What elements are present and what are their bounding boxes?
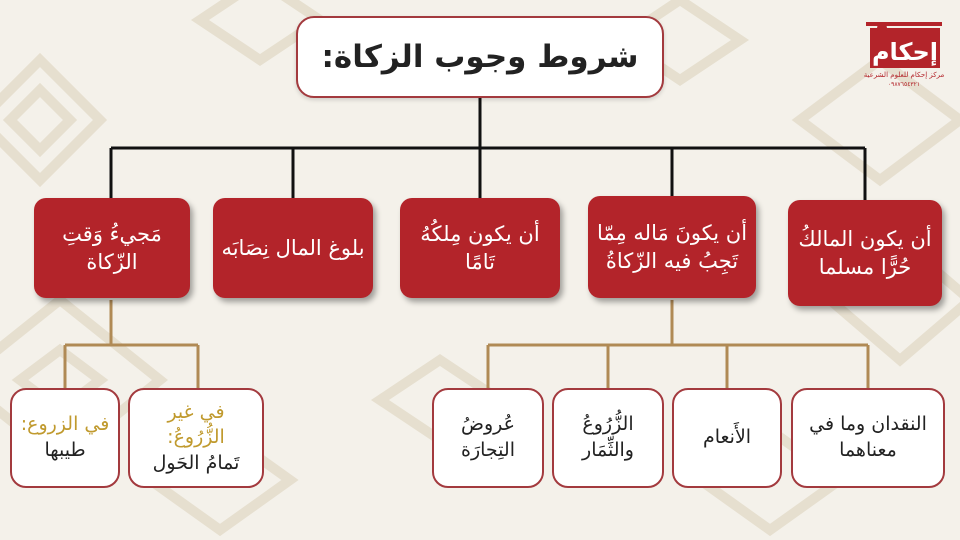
- timing-non-crops: في غير الزُّرُوعُ: تَمامُ الحَول: [128, 388, 264, 488]
- timing-text: طيبها: [44, 439, 86, 461]
- svg-text:إحكام: إحكام: [872, 38, 938, 66]
- timing-text: تَمامُ الحَول: [152, 451, 240, 474]
- zakat-type-text: عُروضُ التِجارَة: [461, 413, 515, 461]
- ihkam-logo: إحكام مركز إحكام للعلوم الشرعية ٠٩٨٧٦٥٤٣…: [864, 22, 945, 88]
- zakat-type-text: النقدان وما في معناهما: [809, 413, 927, 461]
- condition-box-full-ownership: أن يكون مِلكُهُ تَامًا: [400, 198, 560, 298]
- zakat-type-livestock: الأَنعام: [672, 388, 782, 488]
- svg-text:٠٩٨٧٦٥٤٣٢١: ٠٩٨٧٦٥٤٣٢١: [888, 81, 920, 88]
- timing-crops: في الزروع: طيبها: [10, 388, 120, 488]
- timing-label: في غير الزُّرُوعُ:: [167, 400, 225, 449]
- diagram-title: شروط وجوب الزكاة:: [296, 16, 664, 98]
- zakat-type-crops-fruits: الزُّرُوعُ والثِّمَار: [552, 388, 664, 488]
- svg-text:مركز إحكام للعلوم الشرعية: مركز إحكام للعلوم الشرعية: [864, 71, 945, 79]
- condition-box-free-muslim: أن يكون المالكُ حُرًّا مسلما: [788, 200, 942, 306]
- condition-box-nisab: بلوغ المال نِصَابَه: [213, 198, 373, 298]
- zakat-type-currencies: النقدان وما في معناهما: [791, 388, 945, 488]
- zakat-type-text: الأَنعام: [702, 426, 752, 449]
- condition-box-due-time: مَجيءُ وَقتِ الزّكاة: [34, 198, 190, 298]
- zakat-type-text: الزُّرُوعُ والثِّمَار: [582, 413, 634, 461]
- timing-label: في الزروع:: [20, 413, 110, 436]
- condition-box-zakatable-property: أن يكونَ مَاله مِمّا تَجِبُ فيه الزّكاةُ: [588, 196, 756, 298]
- zakat-type-trade-goods: عُروضُ التِجارَة: [432, 388, 544, 488]
